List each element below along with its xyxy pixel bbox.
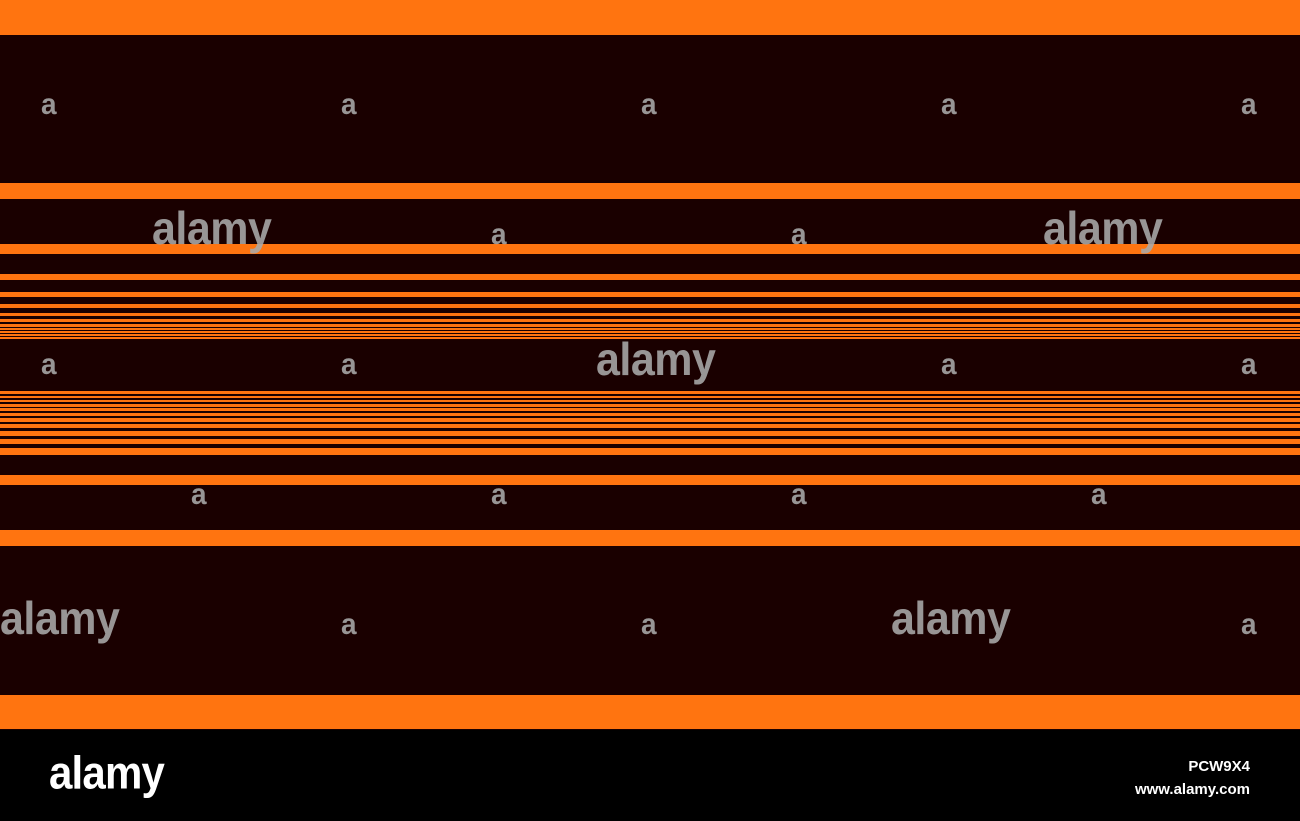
- orange-stripe: [0, 183, 1300, 199]
- orange-stripe: [0, 448, 1300, 455]
- orange-stripe: [0, 404, 1300, 407]
- orange-stripe: [0, 328, 1300, 330]
- orange-stripe: [0, 337, 1300, 339]
- striped-artwork: [0, 0, 1300, 730]
- orange-stripe: [0, 413, 1300, 416]
- orange-stripe: [0, 292, 1300, 297]
- orange-stripe: [0, 313, 1300, 316]
- footer-bar: alamy PCW9X4 www.alamy.com: [0, 730, 1300, 821]
- orange-stripe: [0, 331, 1300, 333]
- orange-stripe: [0, 400, 1300, 402]
- alamy-logo: alamy: [49, 746, 165, 799]
- orange-stripe: [0, 530, 1300, 546]
- orange-stripe: [0, 304, 1300, 308]
- orange-stripe: [0, 244, 1300, 254]
- orange-stripe: [0, 431, 1300, 436]
- dark-background: [0, 0, 1300, 730]
- striped-artwork-svg: [0, 0, 1300, 730]
- orange-stripe: [0, 439, 1300, 444]
- orange-stripe: [0, 396, 1300, 398]
- orange-stripe: [0, 424, 1300, 428]
- orange-stripe: [0, 274, 1300, 280]
- orange-stripe: [0, 0, 1300, 35]
- orange-stripe: [0, 418, 1300, 422]
- orange-stripe: [0, 324, 1300, 327]
- orange-stripe: [0, 408, 1300, 411]
- footer-meta: PCW9X4 www.alamy.com: [1135, 755, 1250, 802]
- orange-stripe: [0, 695, 1300, 729]
- image-id: PCW9X4: [1188, 758, 1250, 775]
- orange-stripe: [0, 319, 1300, 322]
- orange-stripe: [0, 334, 1300, 336]
- orange-stripe: [0, 391, 1300, 394]
- site-url: www.alamy.com: [1134, 781, 1250, 799]
- orange-stripe: [0, 475, 1300, 485]
- orange-stripes: [0, 0, 1300, 729]
